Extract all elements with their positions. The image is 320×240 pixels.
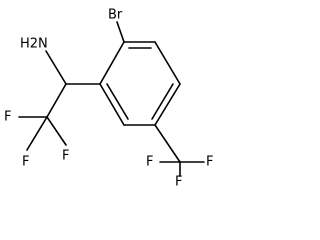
molecule-structure: Br H2N F F F F F F <box>4 8 213 190</box>
bond-ch-n <box>45 50 67 85</box>
bond-ring-6 <box>99 41 125 85</box>
bond-ring-double-2 <box>151 83 174 120</box>
bond-ring-3 <box>154 83 181 126</box>
bond-ch-cf3 <box>46 83 67 118</box>
atom-f-ring-bottom: F <box>175 175 182 190</box>
bond-cf3a-f-mid <box>26 116 48 151</box>
atom-f-ring-right: F <box>206 155 213 170</box>
bond-c-br <box>116 21 125 43</box>
bond-cf3a-f-top <box>46 116 67 146</box>
atom-f-side-bottom: F <box>22 155 29 170</box>
benzene-ring <box>99 41 181 126</box>
atom-nh2: H2N <box>20 37 48 52</box>
atom-br: Br <box>108 8 123 23</box>
bond-ring-2 <box>154 41 181 85</box>
atom-f-side-right: F <box>62 149 69 164</box>
bond-ring-double-3 <box>106 83 129 120</box>
bond-ring-5 <box>99 83 125 126</box>
atom-f-ring-left: F <box>146 155 153 170</box>
atom-f-side-left: F <box>4 110 11 125</box>
bond-ring-cf3 <box>154 124 181 163</box>
